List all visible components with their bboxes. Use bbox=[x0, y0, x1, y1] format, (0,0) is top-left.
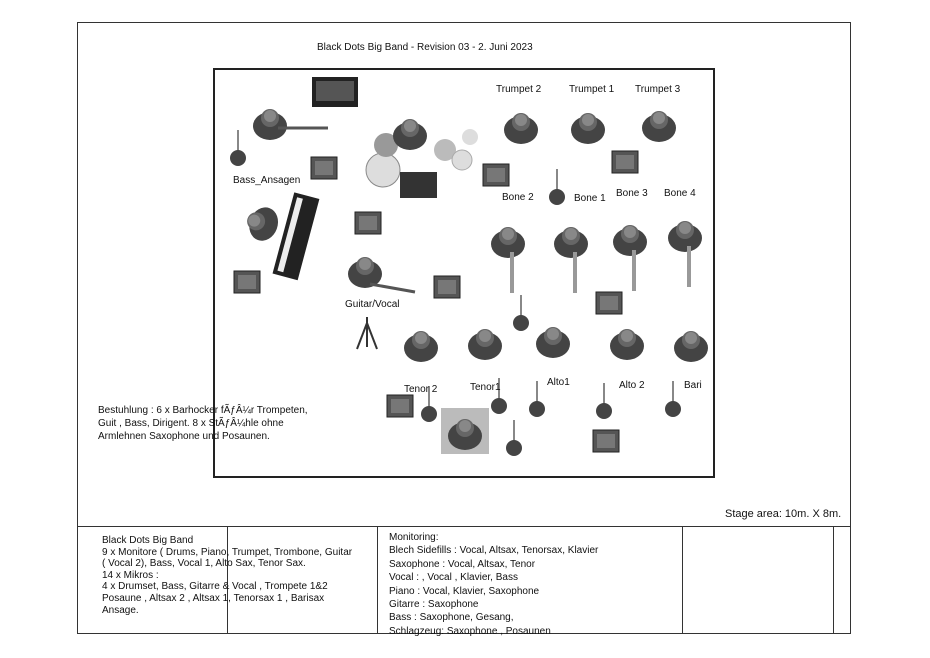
monitoring-line: Gitarre : Saxophone bbox=[389, 599, 479, 611]
stage-outline bbox=[213, 68, 715, 478]
trumpet-1 bbox=[571, 113, 605, 144]
trumpet-mic bbox=[548, 168, 566, 206]
drumset bbox=[365, 119, 478, 198]
sax-monitor-right bbox=[592, 429, 620, 453]
monitoring-line: Schlagzeug: Saxophone , Posaunen bbox=[389, 625, 551, 637]
guitar-stand bbox=[356, 317, 378, 350]
conductor-mic bbox=[505, 419, 523, 457]
label-alto-2: Alto 2 bbox=[619, 380, 645, 391]
trumpet-3 bbox=[642, 111, 676, 142]
bass-mic bbox=[229, 129, 247, 167]
sax-monitor-left bbox=[386, 394, 414, 418]
bari-player bbox=[674, 331, 708, 362]
bone-monitor bbox=[595, 291, 623, 315]
monitoring-line: Blech Sidefills : Vocal, Altsax, Tenorsa… bbox=[389, 545, 599, 557]
monitoring-header: Monitoring: bbox=[389, 532, 439, 543]
monitors-info: 9 x Monitore ( Drums, Piano, Trumpet, Tr… bbox=[102, 546, 353, 570]
bone-mic bbox=[512, 294, 530, 332]
sax-mic-5 bbox=[664, 380, 682, 418]
label-bone-1: Bone 1 bbox=[574, 193, 606, 204]
info-table bbox=[77, 526, 851, 635]
table-divider bbox=[682, 526, 683, 634]
tenor-2-player bbox=[404, 331, 438, 362]
monitoring-line: Saxophone : Vocal, Altsax, Tenor bbox=[389, 558, 536, 570]
mics-header: 14 x Mikros : bbox=[102, 569, 159, 581]
label-tenor-2: Tenor 2 bbox=[404, 384, 438, 395]
page-frame bbox=[77, 22, 851, 634]
bone-1 bbox=[554, 227, 588, 293]
piano bbox=[272, 192, 320, 281]
stage-area: Stage area: 10m. X 8m. bbox=[725, 508, 842, 520]
label-guitar: Guitar/Vocal bbox=[345, 299, 400, 310]
center-monitor bbox=[354, 211, 382, 235]
guitar-monitor bbox=[433, 275, 461, 299]
tenor-1-player bbox=[468, 329, 502, 360]
bass-player bbox=[253, 109, 328, 140]
bone-4 bbox=[668, 221, 702, 287]
label-bone-2: Bone 2 bbox=[502, 192, 534, 203]
monitoring-info: Monitoring: Blech Sidefills : Vocal, Alt… bbox=[389, 531, 679, 638]
table-divider bbox=[227, 526, 228, 634]
table-divider bbox=[377, 526, 378, 634]
sax-mic-3 bbox=[528, 380, 546, 418]
sax-mic-4 bbox=[595, 382, 613, 420]
label-bari: Bari bbox=[684, 380, 702, 391]
label-trumpet-1: Trumpet 1 bbox=[569, 84, 615, 95]
monitoring-line: Piano : Vocal, Klavier, Saxophone bbox=[389, 585, 540, 597]
band-name: Black Dots Big Band bbox=[102, 535, 194, 546]
band-info: Black Dots Big Band 9 x Monitore ( Drums… bbox=[102, 535, 357, 616]
monitoring-line: Vocal : , Vocal , Klavier, Bass bbox=[389, 572, 518, 584]
label-bone-3: Bone 3 bbox=[616, 188, 648, 199]
alto-2-player bbox=[610, 329, 644, 360]
bone-2 bbox=[491, 227, 525, 293]
label-trumpet-3: Trumpet 3 bbox=[635, 84, 681, 95]
mics-info: 4 x Drumset, Bass, Gitarre & Vocal , Tro… bbox=[102, 581, 328, 616]
label-tenor-1: Tenor1 bbox=[470, 382, 501, 393]
drum-monitor bbox=[482, 163, 510, 187]
trumpet-monitor bbox=[611, 150, 639, 174]
monitoring-line: Bass : Saxophone, Gesang, bbox=[389, 612, 514, 624]
guitarist bbox=[348, 257, 416, 294]
bone-3 bbox=[613, 225, 647, 291]
plot-title: Black Dots Big Band - Revision 03 - 2. J… bbox=[317, 42, 533, 53]
piano-monitor bbox=[233, 270, 261, 294]
amp bbox=[312, 77, 358, 107]
trumpet-2 bbox=[504, 113, 538, 144]
label-bone-4: Bone 4 bbox=[664, 188, 696, 199]
seating-note: Bestuhlung : 6 x Barhocker fÃƒÂ¼r Trompe… bbox=[98, 405, 308, 442]
conductor bbox=[441, 408, 489, 454]
table-divider bbox=[833, 526, 834, 634]
bass-monitor bbox=[310, 156, 338, 180]
pianist bbox=[241, 202, 283, 245]
label-alto-1: Alto1 bbox=[547, 377, 570, 388]
alto-1-player bbox=[536, 327, 570, 358]
label-bass: Bass_Ansagen bbox=[233, 175, 301, 186]
label-trumpet-2: Trumpet 2 bbox=[496, 84, 542, 95]
